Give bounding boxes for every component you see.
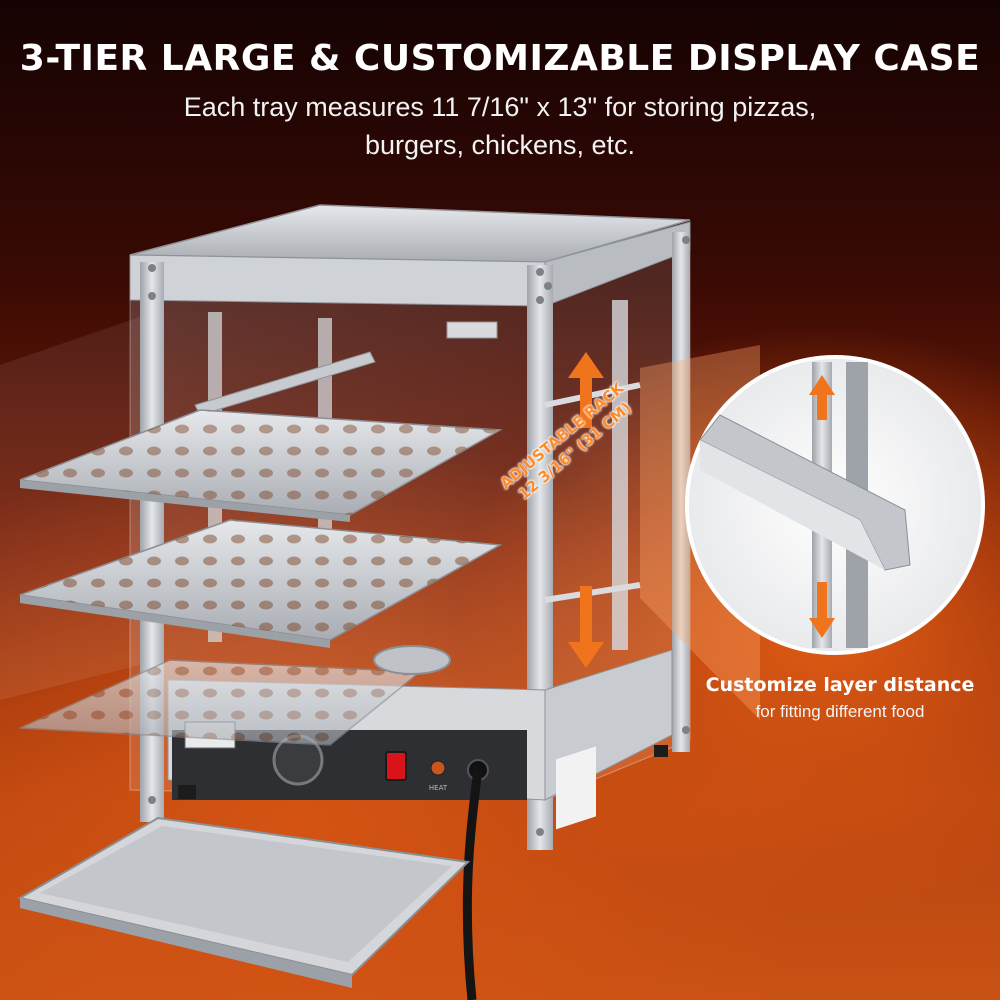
tray-bottom bbox=[19, 659, 422, 746]
heat-label: HEAT bbox=[429, 784, 448, 792]
spec-label bbox=[556, 746, 596, 830]
callout-subtitle: for fitting different food bbox=[755, 702, 925, 721]
tray-middle bbox=[19, 519, 503, 648]
layer-distance-callout: Customize layer distance for fitting dif… bbox=[690, 674, 990, 722]
zoom-down-arrow-icon bbox=[809, 582, 835, 638]
power-cord bbox=[462, 769, 483, 1000]
subheadline: Each tray measures 11 7/16" x 13" for st… bbox=[0, 88, 1000, 164]
back-right-post bbox=[672, 232, 690, 752]
drip-pan bbox=[17, 816, 471, 988]
water-tray-hole bbox=[373, 645, 451, 675]
callout-title: Customize layer distance bbox=[705, 674, 975, 696]
zoom-detail-circle bbox=[685, 355, 985, 655]
subheadline-line-1: Each tray measures 11 7/16" x 13" for st… bbox=[183, 92, 817, 122]
tray-top bbox=[19, 409, 503, 522]
headline: 3-TIER LARGE & CUSTOMIZABLE DISPLAY CASE bbox=[19, 38, 981, 79]
zoom-up-arrow-icon bbox=[809, 375, 835, 420]
power-switch-icon bbox=[385, 751, 407, 781]
front-left-post bbox=[140, 262, 164, 822]
down-arrow-icon bbox=[568, 586, 604, 668]
subheadline-line-2: burgers, chickens, etc. bbox=[364, 130, 636, 160]
up-arrow-icon bbox=[568, 352, 604, 428]
